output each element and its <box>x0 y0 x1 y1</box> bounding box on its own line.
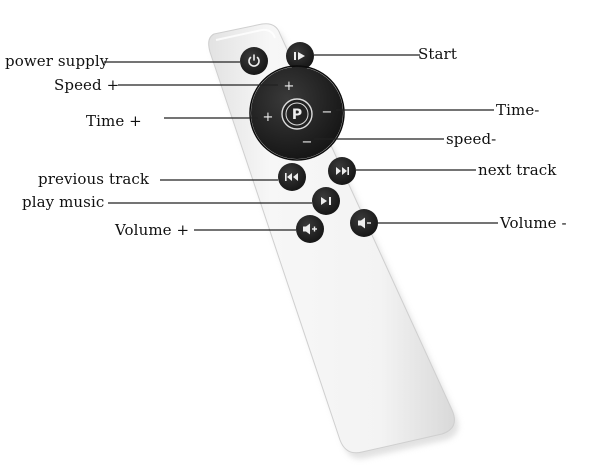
volume-plus-label: Volume + <box>115 221 190 239</box>
previous-track-label: previous track <box>38 170 150 188</box>
time-plus-key[interactable]: + <box>263 110 274 125</box>
volume-minus-button[interactable] <box>350 209 378 237</box>
play-pause-icon <box>321 197 331 205</box>
speed-minus-label: speed- <box>446 130 497 148</box>
time-plus-label: Time + <box>86 112 142 130</box>
next-track-button[interactable] <box>328 157 356 185</box>
volume-plus-button[interactable] <box>296 215 324 243</box>
remote-edge-highlight <box>215 28 276 41</box>
play-music-button[interactable] <box>312 187 340 215</box>
play-music-label: play music <box>22 193 105 211</box>
speed-plus-label: Speed + <box>54 76 120 94</box>
time-minus-key[interactable]: − <box>322 105 333 120</box>
speed-minus-key[interactable]: − <box>302 135 313 150</box>
power-button[interactable] <box>240 47 268 75</box>
next-track-label: next track <box>478 161 557 179</box>
volume-up-icon <box>303 223 317 235</box>
start-button[interactable] <box>286 42 314 70</box>
volume-down-icon <box>358 217 371 229</box>
skip-forward-icon <box>336 167 349 175</box>
power-supply-label: power supply <box>5 52 109 70</box>
leader-lines <box>104 54 498 231</box>
power-icon <box>248 54 260 67</box>
mode-p-label: P <box>292 107 302 123</box>
mode-p-button[interactable]: P <box>281 98 313 130</box>
speed-plus-key[interactable]: + <box>284 79 295 94</box>
previous-track-button[interactable] <box>278 163 306 191</box>
play-pause-icon <box>294 52 305 60</box>
time-minus-label: Time- <box>496 101 540 119</box>
volume-minus-label: Volume - <box>500 214 567 232</box>
skip-back-icon <box>285 173 298 181</box>
start-label: Start <box>418 45 457 63</box>
